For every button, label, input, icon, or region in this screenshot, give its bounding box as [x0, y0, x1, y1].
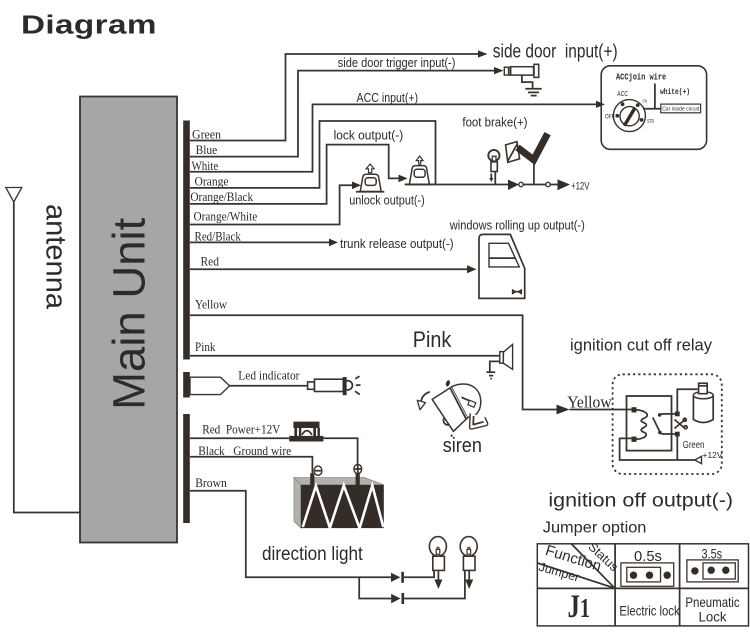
svg-text:antenna: antenna	[40, 204, 72, 310]
svg-text:Main Unit: Main Unit	[104, 217, 155, 410]
svg-text:Pink: Pink	[413, 327, 452, 352]
svg-text:Blue: Blue	[196, 143, 218, 157]
svg-text:Lock: Lock	[699, 609, 728, 625]
svg-text:Green: Green	[683, 439, 705, 451]
svg-text:Diagram: Diagram	[21, 11, 157, 40]
svg-text:Red: Red	[201, 255, 220, 269]
svg-text:Yellow: Yellow	[567, 392, 612, 411]
svg-text:+12V: +12V	[703, 450, 723, 460]
svg-text:+12V: +12V	[571, 180, 590, 192]
svg-text:Orange/Black: Orange/Black	[190, 190, 253, 204]
svg-text:White: White	[192, 159, 219, 173]
svg-text:direction light: direction light	[262, 544, 363, 565]
svg-text:Pneumatic: Pneumatic	[685, 594, 739, 610]
svg-text:side door trigger input(-): side door trigger input(-)	[338, 55, 456, 70]
svg-text:STR: STR	[647, 119, 654, 125]
svg-text:ACCjoin wire: ACCjoin wire	[616, 71, 666, 82]
svg-text:Pink: Pink	[195, 340, 216, 354]
svg-text:Led indicator: Led indicator	[238, 369, 300, 383]
svg-text:windows rolling up output(-): windows rolling up output(-)	[449, 219, 585, 233]
svg-text:ignition cut off relay: ignition cut off relay	[570, 337, 713, 355]
svg-text:Electric lock: Electric lock	[619, 602, 680, 618]
svg-text:lock output(-): lock output(-)	[334, 129, 404, 143]
svg-text:Car inside circuit: Car inside circuit	[662, 106, 699, 112]
svg-text:white(+): white(+)	[660, 88, 690, 97]
svg-text:OFF: OFF	[605, 114, 615, 121]
svg-text:ON: ON	[643, 99, 647, 104]
svg-text:Orange: Orange	[195, 174, 229, 188]
svg-text:J1: J1	[568, 589, 591, 625]
svg-text:trunk release output(-): trunk release output(-)	[340, 237, 454, 251]
svg-text:Red Power+12V: Red Power+12V	[202, 423, 280, 437]
svg-text:ACC: ACC	[617, 91, 628, 98]
svg-text:foot brake(+): foot brake(+)	[462, 115, 527, 130]
svg-text:0.5s: 0.5s	[634, 548, 662, 565]
svg-text:Jumper option: Jumper option	[543, 520, 647, 537]
svg-text:ACC input(+): ACC input(+)	[357, 91, 419, 105]
svg-text:side door input(+): side door input(+)	[493, 42, 618, 63]
svg-text:unlock output(-): unlock output(-)	[349, 194, 425, 208]
svg-text:Red/Black: Red/Black	[195, 229, 242, 243]
svg-text:3.5s: 3.5s	[702, 545, 723, 561]
svg-text:Green: Green	[192, 127, 222, 141]
svg-text:siren: siren	[443, 435, 482, 457]
svg-text:Yellow: Yellow	[195, 297, 227, 311]
svg-text:ignition off output(-): ignition off output(-)	[548, 490, 733, 512]
svg-text:Orange/White: Orange/White	[194, 209, 258, 223]
svg-text:Brown: Brown	[195, 476, 227, 490]
svg-text:Black Ground wire: Black Ground wire	[198, 444, 291, 458]
